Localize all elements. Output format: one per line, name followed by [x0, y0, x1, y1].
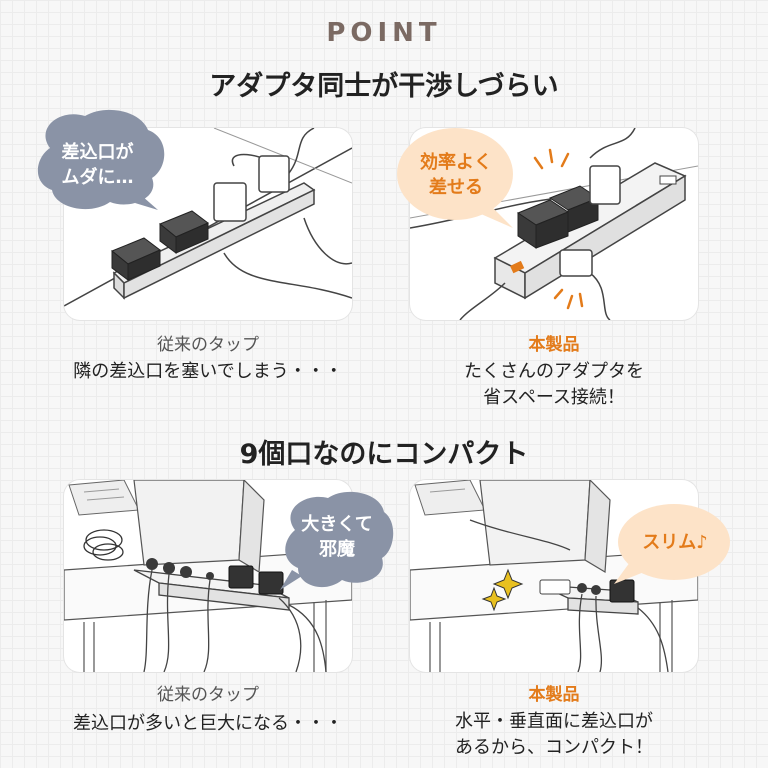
efficient-bubble	[397, 128, 513, 228]
bulky-bubble-text: 大きくて 邪魔	[301, 514, 373, 560]
product-caption: 本製品 たくさんのアダプタを 省スペース接続！	[384, 330, 724, 411]
slim-bubble-text: スリム♪	[642, 532, 708, 553]
conventional-caption-2: 従来のタップ 差込口が多いと巨大になる・・・	[38, 680, 378, 737]
dark-adapter-icon	[111, 237, 161, 281]
conventional-label-2: 従来のタップ	[157, 685, 259, 705]
conventional-label: 従来のタップ	[157, 335, 259, 355]
sparkle-icon	[481, 568, 524, 612]
white-adapter-icon	[559, 165, 621, 277]
white-adapter-icon	[213, 155, 290, 222]
section1-title: アダプタ同士が干渉しづらい	[209, 71, 559, 102]
efficient-bubble-text: 効率よく 差せる	[420, 152, 492, 198]
complaint-bubble-text: 差込口が ムダに…	[61, 142, 134, 188]
bulky-bubble	[280, 491, 394, 590]
point-label: POINT	[326, 18, 442, 48]
conventional-desk-illustration	[64, 480, 352, 672]
section2-title: 9個口なのにコンパクト	[239, 439, 529, 470]
product-tap-illustration	[410, 128, 698, 320]
product-description-2-line1: 水平・垂直面に差込口が	[455, 711, 653, 732]
conventional-tap-illustration	[64, 128, 352, 320]
conventional-description-2: 差込口が多いと巨大になる・・・	[73, 713, 343, 734]
conventional-caption: 従来のタップ 隣の差込口を塞いでしまう・・・	[38, 330, 378, 385]
product-description-line1: たくさんのアダプタを	[464, 361, 644, 382]
product-description-line2: 省スペース接続！	[483, 387, 625, 408]
product-caption-2: 本製品 水平・垂直面に差込口が あるから、コンパクト！	[384, 680, 724, 761]
product-label: 本製品	[528, 335, 580, 355]
complaint-bubble	[37, 109, 165, 210]
product-description-2-line2: あるから、コンパクト！	[455, 737, 653, 758]
conventional-description: 隣の差込口を塞いでしまう・・・	[73, 361, 343, 382]
product-label-2: 本製品	[528, 685, 580, 705]
slim-bubble	[614, 504, 730, 584]
dark-adapter-icon	[228, 565, 284, 595]
